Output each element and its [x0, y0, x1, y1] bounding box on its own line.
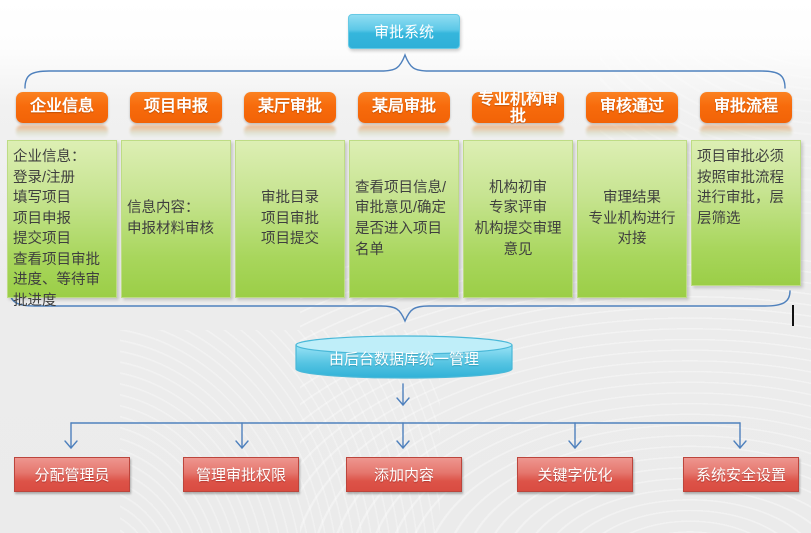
column-header-label: 审核通过: [599, 98, 664, 116]
column-header: 某局审批: [358, 92, 450, 123]
column-header: 项目申报: [130, 92, 222, 123]
root-node-approval-system: 审批系统: [348, 14, 460, 49]
header-reflection: [700, 125, 792, 138]
column-header: 专业机构审批: [472, 91, 564, 125]
column-body: 审理结果 专业机构进行对接: [577, 140, 687, 298]
brace-top: [24, 53, 786, 89]
column-body: 审批目录 项目审批 项目提交: [235, 140, 345, 298]
text-cursor-artifact: [792, 305, 794, 326]
column-review-passed: 审核通过 审理结果 专业机构进行对接: [576, 92, 688, 298]
admin-node-assign-admin: 分配管理员: [14, 457, 130, 492]
column-header: 审核通过: [586, 92, 678, 123]
column-bureau-approval: 某局审批 查看项目信息/审批意见/确定是否进入项目名单: [348, 92, 460, 298]
column-body: 机构初审 专家评审 机构提交审理意见: [463, 140, 573, 298]
admin-node-label: 添加内容: [373, 467, 434, 484]
header-reflection: [16, 125, 108, 138]
column-header: 企业信息: [16, 92, 108, 123]
column-professional-org: 专业机构审批 机构初审 专家评审 机构提交审理意见: [462, 91, 574, 298]
admin-node-keyword-optimize: 关键字优化: [517, 457, 633, 492]
column-header: 某厅审批: [244, 92, 336, 123]
admin-node-label: 系统安全设置: [695, 467, 786, 484]
admin-node-add-content: 添加内容: [346, 457, 462, 492]
column-header-label: 企业信息: [29, 98, 94, 116]
column-body: 企业信息： 登录/注册 填写项目 项目申报 提交项目 查看项目审批进度、等待审批…: [7, 140, 117, 309]
column-body: 信息内容： 申报材料审核: [121, 140, 231, 298]
column-header-label: 某局审批: [371, 98, 436, 116]
admin-node-label: 关键字优化: [537, 467, 613, 484]
background-swirls: [300, 260, 811, 533]
database-cylinder: [295, 335, 513, 379]
header-reflection: [358, 125, 450, 138]
admin-node-label: 管理审批权限: [195, 467, 286, 484]
column-project-declare: 项目申报 信息内容： 申报材料审核: [120, 92, 232, 298]
root-node-label: 审批系统: [373, 24, 434, 41]
header-reflection: [586, 125, 678, 138]
column-dept-approval: 某厅审批 审批目录 项目审批 项目提交: [234, 92, 346, 298]
column-body: 查看项目信息/审批意见/确定是否进入项目名单: [349, 140, 459, 298]
header-reflection: [244, 125, 336, 138]
database-label: 由后台数据库统一管理: [328, 351, 479, 368]
arrow-db-head: [396, 397, 410, 407]
column-approval-flow: 审批流程 项目审批必须按照审批流程进行审批，层层筛选: [690, 92, 802, 286]
admin-node-security-settings: 系统安全设置: [683, 457, 799, 492]
column-header-label: 审批流程: [713, 98, 778, 116]
column-header-label: 某厅审批: [257, 98, 322, 116]
admin-node-manage-permissions: 管理审批权限: [183, 457, 299, 492]
column-header: 审批流程: [700, 92, 792, 123]
column-enterprise-info: 企业信息 企业信息： 登录/注册 填写项目 项目申报 提交项目 查看项目审批进度…: [6, 92, 118, 309]
column-header-label: 项目申报: [143, 98, 208, 116]
admin-node-label: 分配管理员: [34, 467, 110, 484]
header-reflection: [472, 125, 564, 138]
header-reflection: [130, 125, 222, 138]
column-body: 项目审批必须按照审批流程进行审批，层层筛选: [691, 140, 801, 286]
column-header-label: 专业机构审批: [477, 91, 558, 125]
